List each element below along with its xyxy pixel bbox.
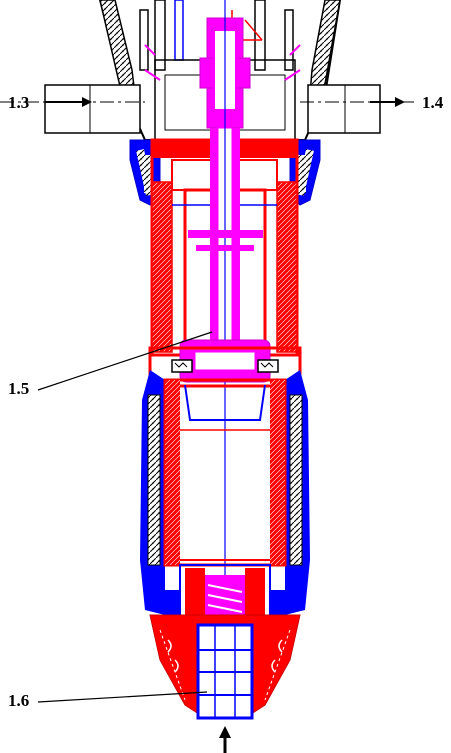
leader-line-inlet	[37, 691, 208, 703]
inlet-nozzle	[149, 614, 301, 720]
outlet-pipe-right	[300, 84, 418, 134]
lower-body	[140, 370, 310, 615]
seal-ring	[148, 346, 302, 388]
label-stem: 1.5	[8, 379, 29, 398]
label-inlet: 1.6	[8, 691, 29, 710]
label-outlet-left: 1.3	[8, 93, 29, 112]
valve-stem	[179, 0, 271, 700]
inlet-arrow	[219, 726, 231, 753]
label-outlet-right: 1.4	[422, 93, 444, 112]
leader-line-stem	[37, 331, 213, 391]
outlet-pipe-left	[0, 84, 145, 134]
spring-valve	[165, 564, 285, 626]
upper-housing	[150, 138, 299, 357]
